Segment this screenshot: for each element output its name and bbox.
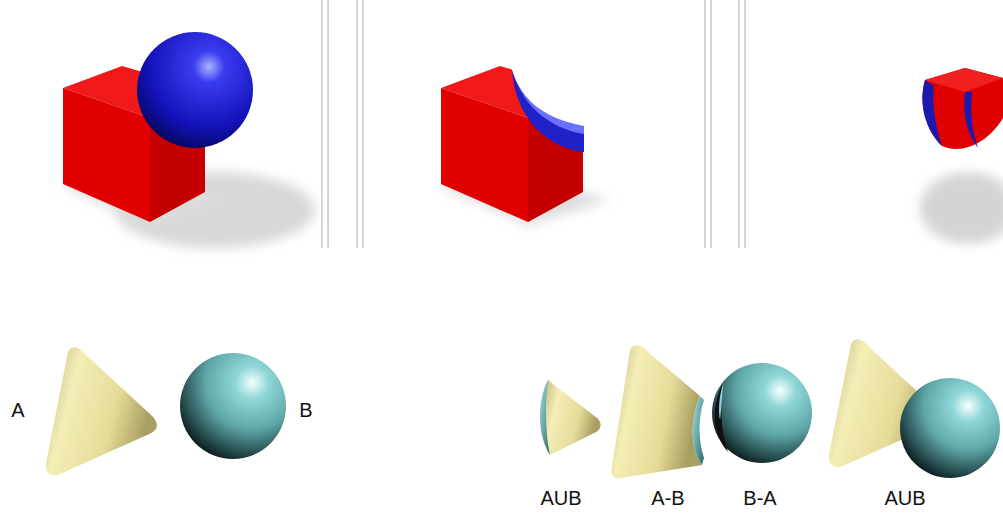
- cone-solid: [46, 347, 157, 475]
- spherical-cut: [512, 70, 584, 152]
- difference-solid: [712, 363, 812, 463]
- shape-label: A-B: [651, 486, 684, 510]
- conical-cut: [719, 381, 724, 420]
- intersection-face: [925, 68, 1003, 92]
- sphere: [137, 32, 253, 148]
- shape-label: B: [299, 398, 312, 422]
- sphere-solid: [900, 378, 1000, 478]
- separator-line: [710, 0, 712, 248]
- difference-solid: [611, 345, 702, 478]
- cube-face: [63, 88, 150, 222]
- spherical-cut: [512, 70, 584, 134]
- separator-line: [744, 0, 746, 248]
- separator-line: [362, 0, 364, 248]
- shape-label: AUB: [540, 486, 581, 510]
- intersection-solid: [922, 68, 1003, 149]
- shape-label: B-A: [743, 486, 776, 510]
- cube-face: [441, 88, 528, 222]
- shape-label: AUB: [884, 486, 925, 510]
- separator-line: [321, 0, 323, 248]
- separator-line: [327, 0, 329, 248]
- panel-separators: [322, 0, 745, 248]
- spherical-cut: [922, 80, 942, 146]
- separator-line: [704, 0, 706, 248]
- separator-line: [738, 0, 740, 248]
- shape-label: A: [11, 398, 24, 422]
- sphere-solid: [180, 353, 286, 459]
- shadow: [920, 172, 1003, 244]
- spherical-cut: [540, 380, 550, 455]
- intersection-solid: [542, 380, 600, 455]
- spherical-cut: [964, 92, 978, 148]
- separator-line: [356, 0, 358, 248]
- spherical-cut: [693, 396, 704, 465]
- conical-cut: [715, 381, 728, 452]
